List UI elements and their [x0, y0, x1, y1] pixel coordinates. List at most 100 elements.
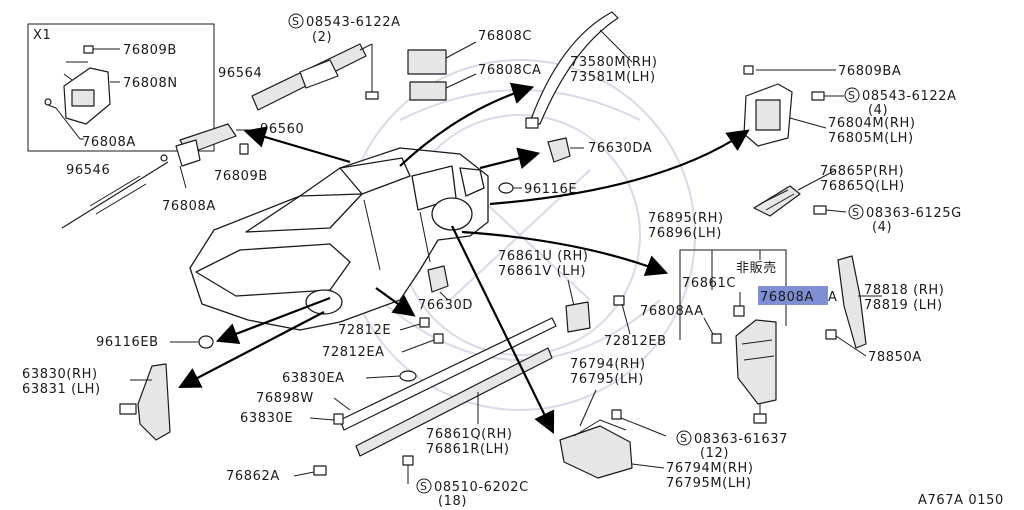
- label-76861u: 76861U (RH): [498, 249, 589, 264]
- label-76794m: 76794M(RH): [666, 461, 754, 476]
- washer-nozzle-icon: [175, 123, 237, 167]
- label-08543-6122a-right: 08543-6122A: [862, 89, 957, 104]
- screw-icon: [811, 91, 825, 101]
- label-qty-18: (18): [438, 494, 467, 509]
- label-76895: 76895(RH): [648, 211, 724, 226]
- label-76809b-inset: 76809B: [123, 43, 177, 58]
- label-73581m: 73581M(LH): [570, 70, 656, 85]
- screw-icon: [365, 91, 379, 100]
- screw-spec-08363-61637: S 08363-61637 (12): [676, 430, 788, 461]
- callout-arrows: [178, 82, 750, 434]
- screw-spec-08510: S 08510-6202C (18): [416, 478, 529, 509]
- label-08363-6125g: 08363-6125G: [866, 206, 962, 221]
- label-highlight-suffix: A: [828, 290, 838, 305]
- screw-icon: [313, 465, 327, 476]
- label-76808a-inset: 76808A: [82, 135, 136, 150]
- svg-text:S: S: [852, 206, 860, 219]
- screw-icon: [753, 413, 767, 424]
- label-78850a: 78850A: [868, 350, 922, 365]
- label-63831: 63831 (LH): [22, 382, 101, 397]
- clip-icon: [419, 317, 430, 328]
- label-08543-6122a-top: 08543-6122A: [306, 15, 401, 30]
- support-bracket-icon: [559, 419, 633, 479]
- car-body-outline: [189, 147, 489, 331]
- label-63830e: 63830E: [240, 411, 293, 426]
- bolt-icon: [239, 143, 249, 155]
- clip-icon: [547, 137, 571, 163]
- label-76795: 76795(LH): [570, 372, 644, 387]
- label-76861r: 76861R(LH): [426, 442, 510, 457]
- x1-inset: X1 76809B 76808N 76808A: [27, 23, 215, 152]
- label-qty-4-top: (4): [868, 103, 888, 118]
- mud-flap-icon: [735, 319, 777, 405]
- clip-icon: [733, 305, 745, 317]
- label-96564: 96564: [218, 66, 262, 81]
- splash-guard-icon: [753, 185, 801, 217]
- label-76804m: 76804M(RH): [828, 116, 916, 131]
- bracket-icon: [565, 301, 591, 333]
- side-molding-icon: [339, 317, 557, 457]
- grommet-icon: [498, 182, 514, 194]
- label-76794: 76794(RH): [570, 357, 646, 372]
- label-96116e: 96116E: [524, 182, 577, 197]
- label-08510-6202c: 08510-6202C: [434, 480, 529, 495]
- label-96560: 96560: [260, 122, 304, 137]
- svg-text:S: S: [292, 15, 300, 28]
- bolt-icon: [743, 65, 754, 75]
- not-sold-label: 非販売: [736, 260, 777, 276]
- screw-spec-08543-top: S 08543-6122A (2): [288, 13, 401, 100]
- label-96116eb: 96116EB: [96, 335, 159, 350]
- label-76808a: 76808A: [162, 199, 216, 214]
- label-qty-2: (2): [312, 30, 332, 45]
- label-76896: 76896(LH): [648, 226, 722, 241]
- antenna-rod-icon: [61, 154, 169, 229]
- highlighted-part-76808a[interactable]: 76808A A: [758, 286, 838, 305]
- label-76865p: 76865P(RH): [820, 164, 904, 179]
- label-76630da: 76630DA: [588, 141, 652, 156]
- clip-icon: [333, 413, 344, 425]
- screw-icon: [402, 455, 414, 466]
- label-73580m: 73580M(RH): [570, 55, 658, 70]
- label-76861v: 76861V (LH): [498, 264, 586, 279]
- clip-icon: [433, 333, 444, 344]
- label-qty-4-mid: (4): [872, 220, 892, 235]
- diagram-code: A767A 0150: [918, 493, 1004, 508]
- screw-icon: [825, 329, 837, 340]
- clip-icon: [399, 370, 417, 382]
- antenna-assembly-icon: [251, 43, 373, 111]
- screw-icon: [613, 295, 625, 306]
- label-76808aa: 76808AA: [640, 304, 704, 319]
- label-78818: 78818 (RH): [864, 283, 944, 298]
- clip-icon: [427, 265, 449, 293]
- grommet-icon: [198, 335, 214, 349]
- label-76795m: 76795M(LH): [666, 476, 752, 491]
- label-72812ea: 72812EA: [322, 345, 385, 360]
- label-63830: 63830(RH): [22, 367, 98, 382]
- screw-icon: [44, 98, 57, 109]
- screw-icon: [711, 333, 722, 344]
- bolt-icon: [83, 45, 101, 54]
- label-76808n: 76808N: [123, 76, 178, 91]
- x1-label: X1: [33, 28, 51, 43]
- svg-text:S: S: [420, 480, 428, 493]
- label-78819: 78819 (LH): [864, 298, 943, 313]
- svg-text:S: S: [680, 432, 688, 445]
- rear-mud-flap-icon: [119, 363, 171, 441]
- label-76808a-highlighted[interactable]: 76808A: [760, 290, 814, 305]
- rear-bracket-icon: [743, 83, 793, 147]
- mudguard-bracket-icon: [63, 61, 111, 125]
- screw-spec-08543-right: S 08543-6122A (4): [844, 87, 957, 118]
- label-63830ea: 63830EA: [282, 371, 345, 386]
- label-72812eb: 72812EB: [604, 334, 667, 349]
- label-76808c: 76808C: [478, 29, 532, 44]
- label-08363-61637: 08363-61637: [694, 432, 788, 447]
- label-76898w: 76898W: [256, 391, 314, 406]
- label-96546: 96546: [66, 163, 110, 178]
- roof-molding-strip-icon: [525, 11, 619, 129]
- label-qty-12: (12): [700, 446, 729, 461]
- label-76809b: 76809B: [214, 169, 268, 184]
- svg-text:S: S: [848, 89, 856, 102]
- label-76861q: 76861Q(RH): [426, 427, 513, 442]
